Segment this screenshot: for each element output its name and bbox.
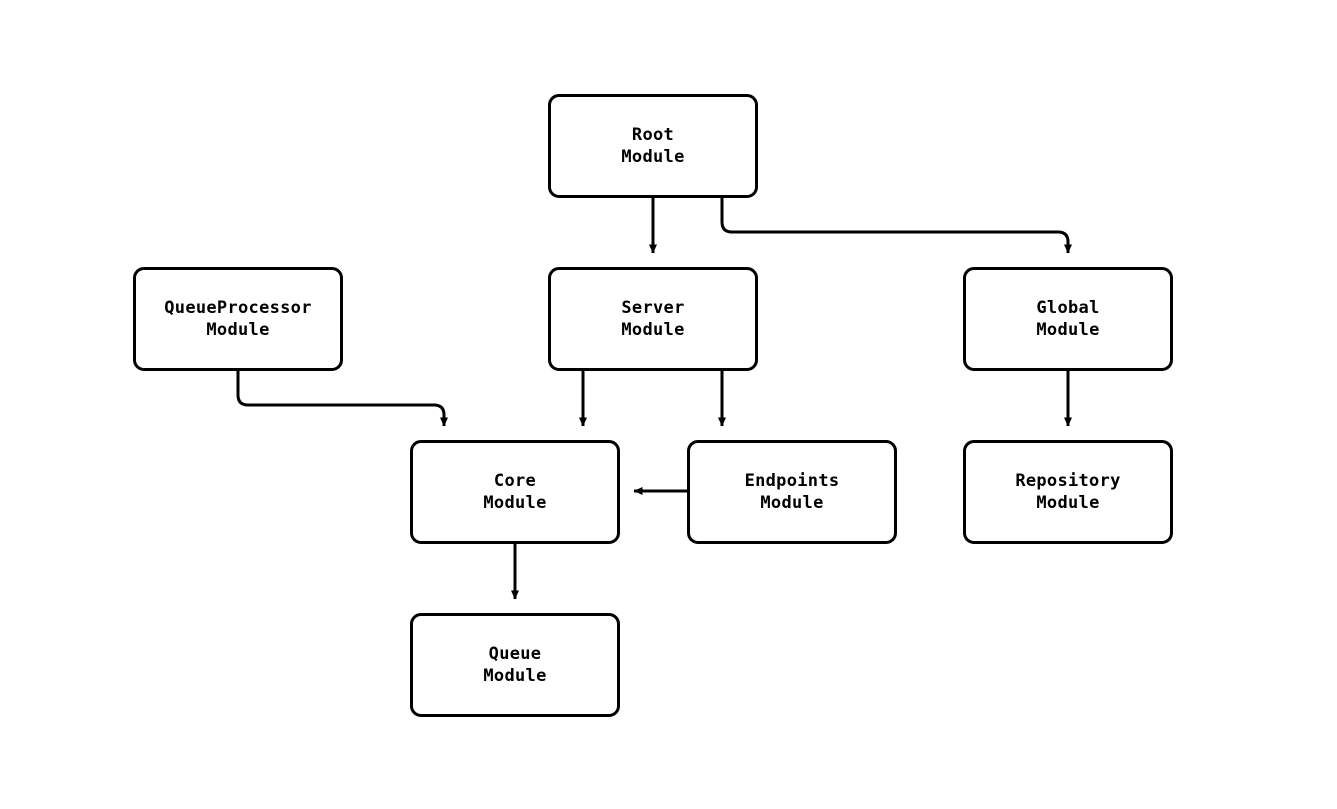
node-label-primary: Endpoints bbox=[744, 471, 840, 491]
node-label-primary: Repository bbox=[1015, 471, 1121, 491]
node-label-secondary: Module bbox=[621, 147, 685, 167]
node-label-secondary: Module bbox=[483, 666, 547, 686]
node-label-primary: Core bbox=[493, 471, 537, 491]
edge-queueprocessor-to-core bbox=[236, 371, 448, 427]
node-label-secondary: Module bbox=[206, 320, 270, 340]
node-label-primary: QueueProcessor bbox=[164, 298, 312, 318]
node-label-secondary: Module bbox=[483, 493, 547, 513]
node-label-primary: Server bbox=[621, 298, 685, 318]
node-label-primary: Global bbox=[1036, 298, 1100, 318]
edges-group bbox=[236, 198, 1072, 600]
node-label-primary: Root bbox=[631, 125, 675, 145]
node-label-secondary: Module bbox=[760, 493, 824, 513]
node-label-secondary: Module bbox=[1036, 493, 1100, 513]
node-label-primary: Queue bbox=[488, 644, 542, 664]
node-label-secondary: Module bbox=[1036, 320, 1100, 340]
edge-root-to-global bbox=[720, 198, 1072, 254]
node-label-secondary: Module bbox=[621, 320, 685, 340]
